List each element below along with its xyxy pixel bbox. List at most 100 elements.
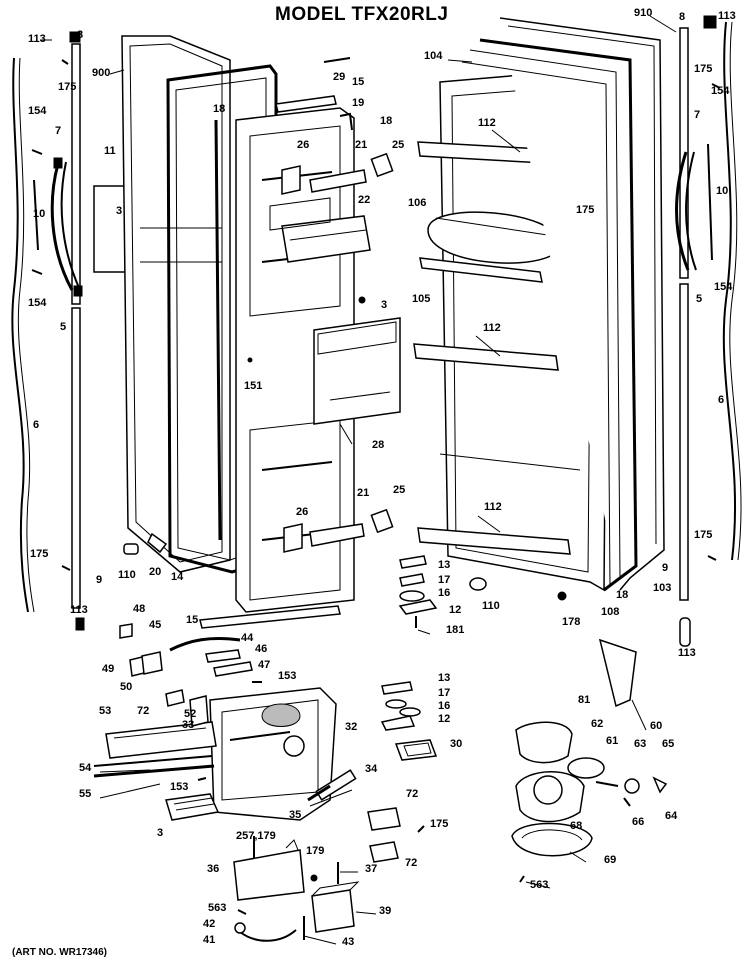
part-callout: 153 (170, 781, 188, 793)
part-callout: 178 (562, 616, 580, 628)
ice-bin (269, 197, 371, 263)
part-callout: 62 (591, 718, 603, 730)
right-handle-trim (722, 21, 742, 561)
dispenser-small-parts (119, 623, 262, 781)
part-callout: 18 (380, 115, 392, 127)
part-callout: 175 (576, 204, 594, 216)
part-callout: 20 (149, 566, 161, 578)
part-callout: 63 (634, 738, 646, 750)
part-callout: 55 (79, 788, 91, 800)
part-callout: 18 (213, 103, 225, 115)
part-callout: 52 (184, 708, 196, 720)
part-callout: 81 (578, 694, 590, 706)
part-callout: 28 (372, 439, 384, 451)
part-callout: 50 (120, 681, 132, 693)
part-callout: 43 (342, 936, 354, 948)
part-callout: 13 (438, 559, 450, 571)
part-callout: 3 (116, 205, 122, 217)
part-callout: 9 (96, 574, 102, 586)
part-callout: 910 (634, 7, 652, 19)
art-number: (ART NO. WR17346) (12, 947, 108, 958)
part-callout: 26 (296, 506, 308, 518)
part-callout: 72 (137, 705, 149, 717)
part-callout: 113 (28, 33, 46, 45)
part-callout: 175 (430, 818, 448, 830)
part-callout: 22 (358, 194, 370, 206)
part-callout: 7 (694, 109, 700, 121)
part-callout: 154 (711, 85, 730, 97)
part-callout: 5 (60, 321, 66, 333)
part-callout: 54 (79, 762, 92, 774)
part-callout: 17 (438, 574, 450, 586)
trim-strip-lower (93, 764, 215, 778)
drip-grille (165, 793, 220, 821)
part-callout: 110 (482, 600, 500, 612)
part-callout: 17 (438, 687, 450, 699)
part-callout: 47 (258, 659, 270, 671)
part-callout: 113 (678, 647, 696, 659)
part-callout: 72 (405, 857, 417, 869)
left-hinge-bar (69, 31, 85, 631)
part-callout: 29 (333, 71, 345, 83)
part-callout: 10 (716, 185, 728, 197)
part-callout: 6 (33, 419, 39, 431)
part-callout: 179 (306, 845, 324, 857)
part-callout: 60 (650, 720, 662, 732)
part-callout: 8 (77, 29, 83, 41)
part-callout: 113 (70, 604, 88, 616)
part-callout: 112 (484, 501, 502, 513)
handle-plate (93, 185, 127, 273)
right-hinge-bar (679, 15, 717, 647)
part-callout: 15 (352, 76, 364, 88)
dispenser-panel (105, 721, 217, 759)
part-callout: 39 (379, 905, 391, 917)
part-callout: 21 (355, 139, 367, 151)
part-callout: 69 (604, 854, 616, 866)
part-callout: 53 (99, 705, 111, 717)
leader-lines (40, 15, 677, 945)
part-callout: 154 (28, 297, 47, 309)
part-callout: 25 (393, 484, 405, 496)
part-callout: 34 (365, 763, 378, 775)
part-callout: 105 (412, 293, 430, 305)
part-callout: 45 (149, 619, 161, 631)
part-callout: 113 (718, 10, 736, 22)
dispenser-cover (313, 317, 401, 425)
part-callout: 26 (297, 139, 309, 151)
right-door-handle (675, 83, 721, 561)
part-callout: 181 (446, 624, 464, 636)
part-callout: 65 (662, 738, 674, 750)
part-callout: 11 (104, 145, 116, 157)
dairy-compartment (427, 211, 561, 264)
part-callout: 563 (208, 902, 226, 914)
part-callout: 46 (255, 643, 267, 655)
left-handle-trim (11, 57, 35, 613)
part-callout: 16 (438, 700, 450, 712)
part-callout: 42 (203, 918, 215, 930)
part-callout: 61 (606, 735, 618, 747)
part-callout: 5 (696, 293, 702, 305)
part-callout: 21 (357, 487, 369, 499)
part-callout: 104 (424, 50, 443, 62)
part-callout: 103 (653, 582, 671, 594)
part-callout: 900 (92, 67, 110, 79)
small-fittings-left (123, 296, 366, 555)
control-bracket-parts (233, 836, 360, 942)
part-callout: 44 (241, 632, 254, 644)
actuator-parts (367, 807, 425, 863)
part-callout: 19 (352, 97, 364, 109)
diagram-title: MODEL TFX20RLJ (275, 4, 449, 25)
part-callout: 35 (289, 809, 301, 821)
hinge-parts-upper (398, 555, 567, 628)
bottom-trim (199, 605, 341, 629)
part-callout: 18 (616, 589, 628, 601)
fresh-food-door-panels (461, 17, 665, 592)
part-callout: 32 (345, 721, 357, 733)
part-callout: 48 (133, 603, 145, 615)
part-callout: 7 (55, 125, 61, 137)
part-callout: 563 (530, 879, 548, 891)
part-callout: 6 (718, 394, 724, 406)
